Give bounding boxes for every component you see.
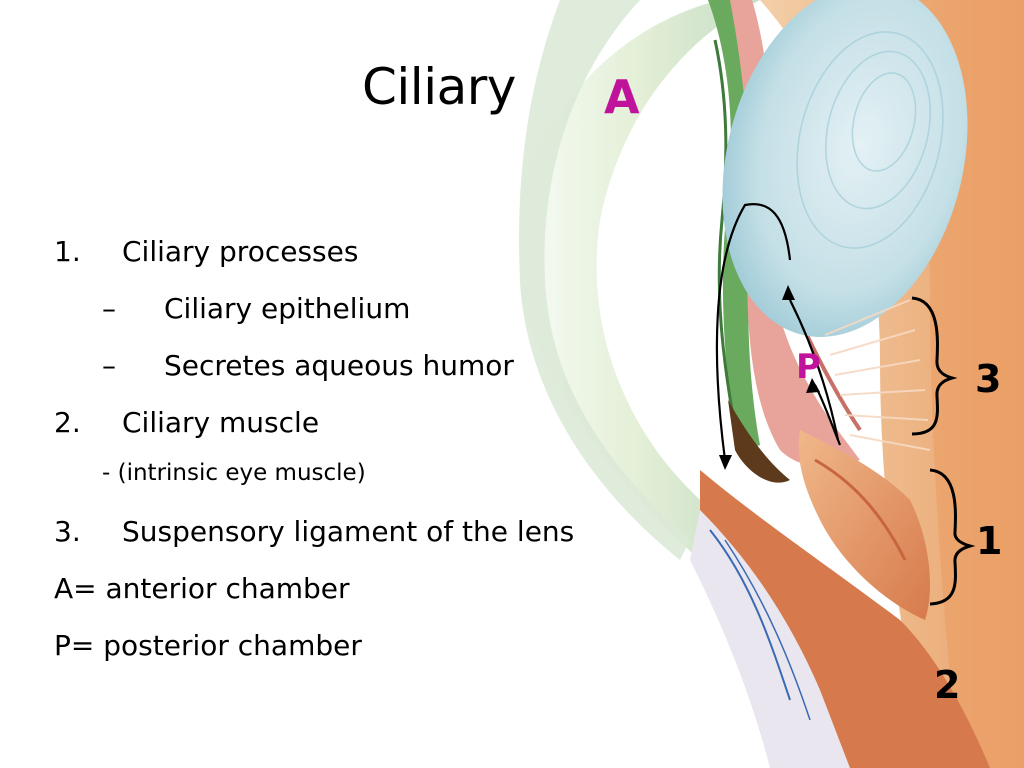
list-marker: – xyxy=(102,349,116,382)
list-text: Secretes aqueous humor xyxy=(164,349,514,382)
bullet-list: 1. Ciliary processes – Ciliary epitheliu… xyxy=(54,232,694,683)
list-item: - (intrinsic eye muscle) xyxy=(54,460,694,512)
list-text: Ciliary muscle xyxy=(122,406,320,439)
list-item: P= posterior chamber xyxy=(54,626,694,683)
region-label-2: 2 xyxy=(934,663,961,707)
label-posterior-chamber: P xyxy=(796,347,821,387)
list-item: A= anterior chamber xyxy=(54,569,694,626)
list-text: A= anterior chamber xyxy=(54,572,350,605)
list-item: – Secretes aqueous humor xyxy=(54,346,694,403)
list-item: 3. Suspensory ligament of the lens xyxy=(54,512,694,569)
list-text: Ciliary processes xyxy=(122,235,359,268)
list-text: - (intrinsic eye muscle) xyxy=(102,460,366,486)
region-label-1: 1 xyxy=(976,519,1003,563)
list-item: 2. Ciliary muscle xyxy=(54,403,694,460)
region-label-3: 3 xyxy=(975,357,1002,401)
list-text: P= posterior chamber xyxy=(54,629,362,662)
list-marker: 1. xyxy=(54,235,81,268)
list-marker: 3. xyxy=(54,515,81,548)
list-marker: 2. xyxy=(54,406,81,439)
label-anterior-chamber: A xyxy=(604,70,640,124)
list-text: Ciliary epithelium xyxy=(164,292,411,325)
list-text: Suspensory ligament of the lens xyxy=(122,515,575,548)
list-item: – Ciliary epithelium xyxy=(54,289,694,346)
list-marker: – xyxy=(102,292,116,325)
list-item: 1. Ciliary processes xyxy=(54,232,694,289)
slide-title: Ciliary xyxy=(362,58,516,116)
